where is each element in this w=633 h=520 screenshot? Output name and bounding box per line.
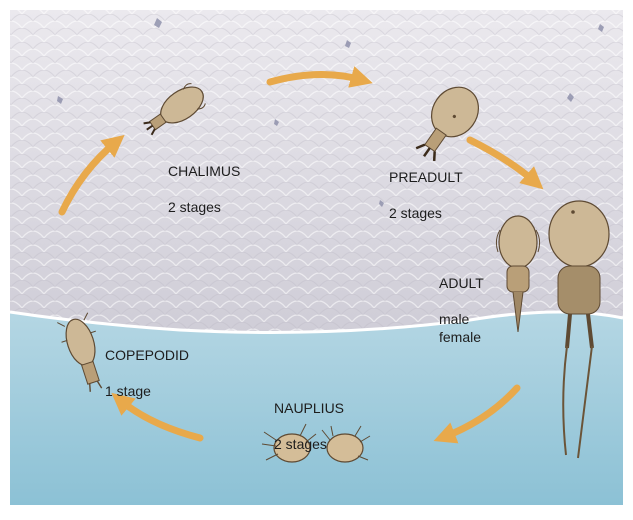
fish-skin <box>10 10 623 332</box>
adult-name: ADULT <box>439 274 484 292</box>
preadult-name: PREADULT <box>389 168 463 186</box>
nauplius-detail: 2 stages <box>274 435 344 453</box>
copepodid-label: COPEPODID 1 stage <box>105 328 189 418</box>
chalimus-detail: 2 stages <box>168 198 240 216</box>
adult-detail: male female <box>439 310 484 346</box>
adult-label: ADULT male female <box>439 256 484 364</box>
copepodid-detail: 1 stage <box>105 382 189 400</box>
chalimus-label: CHALIMUS 2 stages <box>168 144 240 234</box>
nauplius-name: NAUPLIUS <box>274 399 344 417</box>
preadult-label: PREADULT 2 stages <box>389 150 463 240</box>
nauplius-label: NAUPLIUS 2 stages <box>274 381 344 471</box>
preadult-detail: 2 stages <box>389 204 463 222</box>
copepodid-name: COPEPODID <box>105 346 189 364</box>
chalimus-name: CHALIMUS <box>168 162 240 180</box>
